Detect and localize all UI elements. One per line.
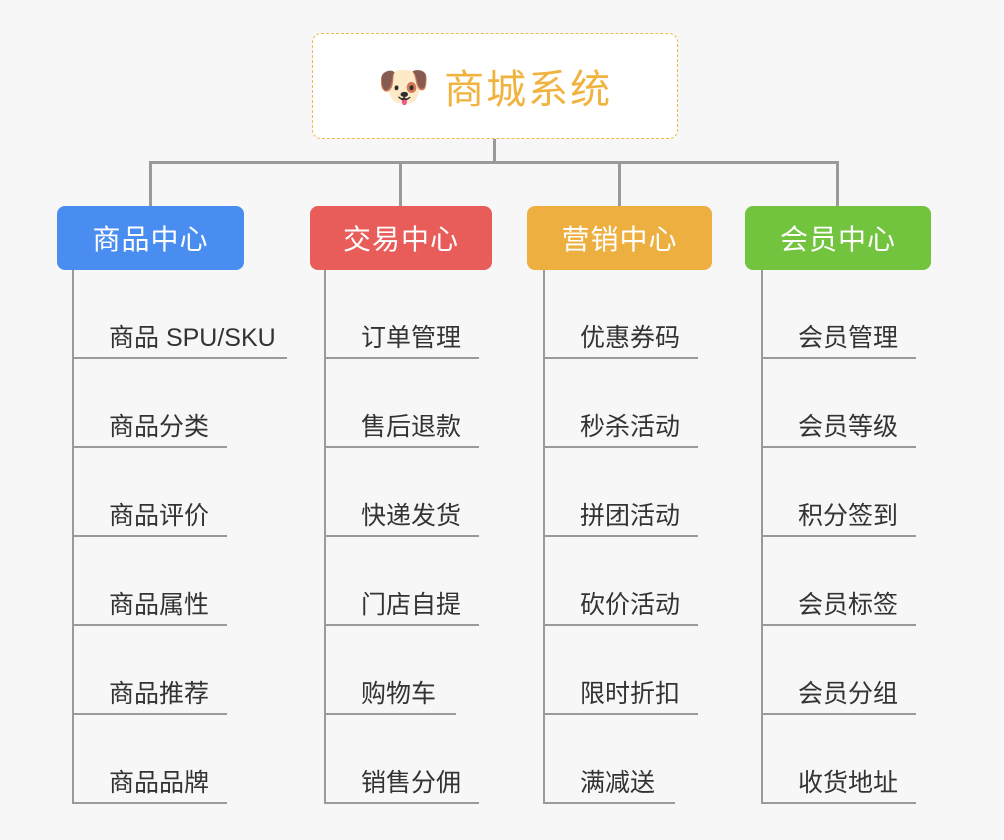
leaf-item[interactable]: 销售分佣	[324, 715, 479, 804]
leaf-item-label: 限时折扣	[580, 679, 681, 708]
leaf-item-label: 销售分佣	[361, 768, 462, 797]
branch-spine	[761, 270, 763, 804]
leaf-item[interactable]: 商品品牌	[72, 715, 227, 804]
leaf-item-label: 商品品牌	[109, 768, 210, 797]
leaf-item[interactable]: 商品分类	[72, 359, 227, 448]
leaf-item-label: 商品推荐	[109, 679, 210, 708]
leaf-item[interactable]: 会员标签	[761, 537, 916, 626]
leaf-item-label: 会员分组	[798, 679, 899, 708]
leaf-item-label: 商品评价	[109, 501, 210, 530]
leaf-item[interactable]: 订单管理	[324, 270, 479, 359]
leaf-item-label: 会员等级	[798, 412, 899, 441]
category-label: 营销中心	[561, 224, 678, 255]
category-label: 交易中心	[342, 224, 459, 255]
leaf-item[interactable]: 会员分组	[761, 626, 916, 715]
leaf-item-label: 会员管理	[798, 323, 899, 352]
leaf-item-label: 购物车	[361, 679, 437, 708]
leaf-item[interactable]: 会员管理	[761, 270, 916, 359]
connector-drop-1	[149, 161, 152, 206]
leaf-item[interactable]: 收货地址	[761, 715, 916, 804]
category-box-3[interactable]: 营销中心	[527, 206, 712, 270]
category-box-2[interactable]: 交易中心	[310, 206, 492, 270]
leaf-item-label: 商品分类	[109, 412, 210, 441]
leaf-item-label: 门店自提	[361, 590, 462, 619]
leaf-item[interactable]: 秒杀活动	[543, 359, 698, 448]
category-box-4[interactable]: 会员中心	[745, 206, 931, 270]
leaf-item[interactable]: 积分签到	[761, 448, 916, 537]
branch-spine	[72, 270, 74, 804]
leaf-item[interactable]: 门店自提	[324, 537, 479, 626]
leaf-item[interactable]: 商品 SPU/SKU	[72, 270, 287, 359]
leaf-item-label: 商品 SPU/SKU	[109, 323, 276, 352]
leaf-item-label: 售后退款	[361, 412, 462, 441]
leaf-item[interactable]: 满减送	[543, 715, 675, 804]
leaf-item-label: 会员标签	[798, 590, 899, 619]
leaf-item[interactable]: 砍价活动	[543, 537, 698, 626]
branch-spine	[324, 270, 326, 804]
connector-drop-4	[836, 161, 839, 206]
leaf-item[interactable]: 优惠券码	[543, 270, 698, 359]
connector-root-stem	[493, 139, 496, 163]
leaf-item[interactable]: 限时折扣	[543, 626, 698, 715]
leaf-item-label: 秒杀活动	[580, 412, 681, 441]
connector-drop-2	[399, 161, 402, 206]
branch-spine	[543, 270, 545, 804]
leaf-item[interactable]: 售后退款	[324, 359, 479, 448]
leaf-item-label: 拼团活动	[580, 501, 681, 530]
leaf-item-label: 优惠券码	[580, 323, 681, 352]
connector-drop-3	[618, 161, 621, 206]
leaf-item-label: 商品属性	[109, 590, 210, 619]
leaf-item[interactable]: 拼团活动	[543, 448, 698, 537]
leaf-item-label: 满减送	[580, 768, 656, 797]
root-node[interactable]: 🐶 商城系统	[312, 33, 678, 139]
category-label: 会员中心	[779, 224, 896, 255]
leaf-item[interactable]: 商品推荐	[72, 626, 227, 715]
leaf-item-label: 砍价活动	[580, 590, 681, 619]
leaf-item-label: 积分签到	[798, 501, 899, 530]
leaf-item[interactable]: 会员等级	[761, 359, 916, 448]
leaf-item[interactable]: 快递发货	[324, 448, 479, 537]
leaf-item-label: 快递发货	[361, 501, 462, 530]
root-node-label: 商城系统	[444, 68, 613, 112]
connector-horizontal-bar	[149, 161, 839, 164]
leaf-item[interactable]: 购物车	[324, 626, 456, 715]
leaf-item[interactable]: 商品属性	[72, 537, 227, 626]
leaf-item-label: 收货地址	[798, 768, 899, 797]
category-box-1[interactable]: 商品中心	[57, 206, 244, 270]
category-label: 商品中心	[92, 224, 209, 255]
leaf-item-label: 订单管理	[361, 323, 462, 352]
leaf-item[interactable]: 商品评价	[72, 448, 227, 537]
dog-face-icon: 🐶	[377, 63, 431, 110]
